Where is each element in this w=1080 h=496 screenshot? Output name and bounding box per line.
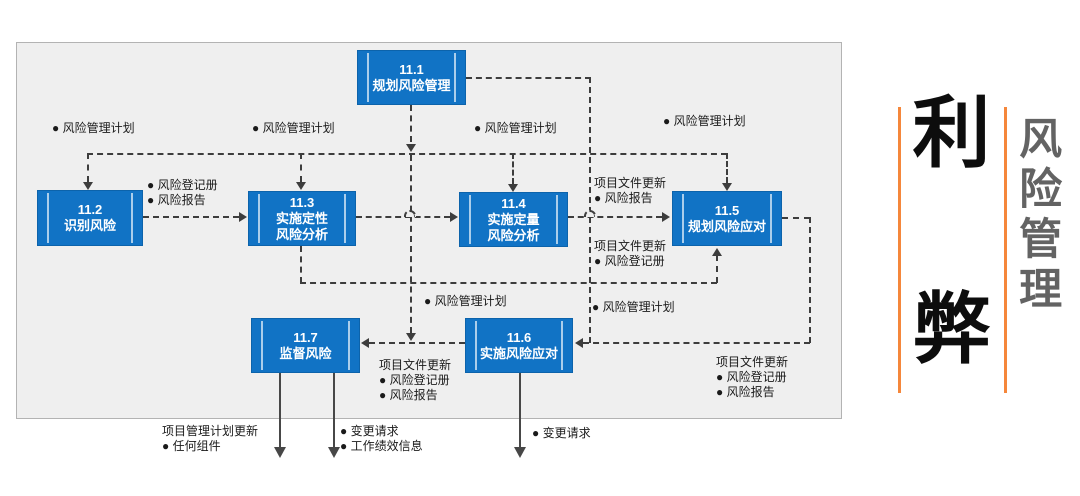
vertical-title-risk-management: 风险管理 xyxy=(1012,116,1061,316)
process-box-11-6: 11.6 实施风险应对 xyxy=(465,318,573,373)
process-box-11-5: 11.5 规划风险应对 xyxy=(672,191,782,246)
label-risk-plan-mid-right: ● 风险管理计划 xyxy=(592,300,675,314)
accent-line-left xyxy=(898,107,901,393)
label-change-requests-perf: ● 变更请求 ● 工作绩效信息 xyxy=(340,424,423,453)
arrowhead-into-11-6 xyxy=(575,338,583,348)
label-risk-plan-1: ● 风险管理计划 xyxy=(52,121,135,135)
pros-character: 利 xyxy=(912,89,991,177)
arrowhead-11-3-to-11-4 xyxy=(450,212,458,222)
process-title: 实施风险应对 xyxy=(479,345,558,361)
arrowhead-11-6-to-11-7 xyxy=(361,338,369,348)
process-code: 11.4 xyxy=(501,195,526,211)
connector-11-4-to-11-5 xyxy=(568,216,662,218)
output-arrow-11-6 xyxy=(514,447,526,458)
process-title: 监督风险 xyxy=(279,345,332,361)
process-title: 规划风险应对 xyxy=(687,218,766,234)
process-code: 11.5 xyxy=(714,202,740,218)
arrowhead-11-1-to-monitor xyxy=(406,333,416,341)
process-title: 规划风险管理 xyxy=(372,77,451,93)
process-box-11-1: 11.1 规划风险管理 xyxy=(357,50,466,105)
arrowhead-into-11-2 xyxy=(83,182,93,190)
label-file-updates-register: 项目文件更新 ● 风险登记册 xyxy=(594,239,667,268)
label-risk-plan-4: ● 风险管理计划 xyxy=(663,114,746,128)
label-risk-plan-2: ● 风险管理计划 xyxy=(252,121,335,135)
arrowhead-into-11-4 xyxy=(508,184,518,192)
process-title: 识别风险 xyxy=(63,218,116,233)
cons-character: 弊 xyxy=(912,285,991,373)
arrowhead-11-4-to-11-5 xyxy=(662,212,670,222)
label-risk-plan-mid-left: ● 风险管理计划 xyxy=(424,294,507,308)
output-line-11-7-a xyxy=(279,373,281,447)
connector-11-3-down xyxy=(300,246,302,283)
connector-11-6-to-11-7 xyxy=(369,342,465,344)
connector-11-2-to-11-3 xyxy=(143,216,239,218)
output-arrow-11-7-a xyxy=(274,447,286,458)
connector-stub-11-4 xyxy=(512,153,514,184)
connector-into-11-6-right xyxy=(583,342,810,344)
arrowhead-11-1-down xyxy=(406,144,416,152)
connector-11-1-down xyxy=(410,105,412,142)
accent-line-right xyxy=(1004,107,1007,393)
label-change-request: ● 变更请求 xyxy=(532,426,591,440)
connector-stub-11-5 xyxy=(726,153,728,183)
label-register-report: ● 风险登记册 ● 风险报告 xyxy=(147,178,218,207)
label-file-updates-right: 项目文件更新 ● 风险登记册 ● 风险报告 xyxy=(716,355,789,399)
process-title-line2: 风险分析 xyxy=(487,227,540,243)
process-code: 11.7 xyxy=(293,329,318,345)
arrowhead-up-into-11-5 xyxy=(712,248,722,256)
process-title: 实施定量 xyxy=(487,211,540,227)
arrowhead-into-11-3 xyxy=(296,182,306,190)
connector-stub-11-2 xyxy=(87,153,89,182)
arrowhead-into-11-5 xyxy=(722,183,732,191)
connector-11-1-to-11-7 xyxy=(410,155,412,333)
process-box-11-2: 11.2 识别风险 xyxy=(37,190,143,246)
arrowhead-11-2-to-11-3 xyxy=(239,212,247,222)
connector-11-5-down xyxy=(809,217,811,343)
connector-11-5-out xyxy=(782,217,810,219)
label-pm-plan-updates: 项目管理计划更新 ● 任何组件 xyxy=(162,424,259,453)
output-arrow-11-7-b xyxy=(328,447,340,458)
connector-11-3-across xyxy=(300,282,717,284)
process-box-11-4: 11.4 实施定量 风险分析 xyxy=(459,192,568,247)
process-title: 实施定性 xyxy=(275,210,328,226)
line-hop-right xyxy=(584,210,596,217)
line-hop-left xyxy=(404,210,416,217)
label-file-updates-report: 项目文件更新 ● 风险报告 xyxy=(594,176,667,205)
process-code: 11.3 xyxy=(289,194,315,210)
connector-top-distribution xyxy=(87,153,727,155)
connector-11-3-to-11-4 xyxy=(356,216,450,218)
connector-up-into-11-5 xyxy=(716,255,718,283)
output-line-11-6 xyxy=(519,373,521,447)
process-code: 11.6 xyxy=(506,329,532,345)
process-code: 11.2 xyxy=(77,202,103,217)
label-risk-plan-3: ● 风险管理计划 xyxy=(474,121,557,135)
process-box-11-3: 11.3 实施定性 风险分析 xyxy=(248,191,356,246)
connector-11-1-right xyxy=(466,77,591,79)
label-file-updates-center: 项目文件更新 ● 风险登记册 ● 风险报告 xyxy=(379,358,452,402)
process-box-11-7: 11.7 监督风险 xyxy=(251,318,360,373)
process-code: 11.1 xyxy=(399,61,424,77)
output-line-11-7-b xyxy=(333,373,335,447)
connector-stub-11-3 xyxy=(300,153,302,182)
process-title-line2: 风险分析 xyxy=(275,226,328,242)
